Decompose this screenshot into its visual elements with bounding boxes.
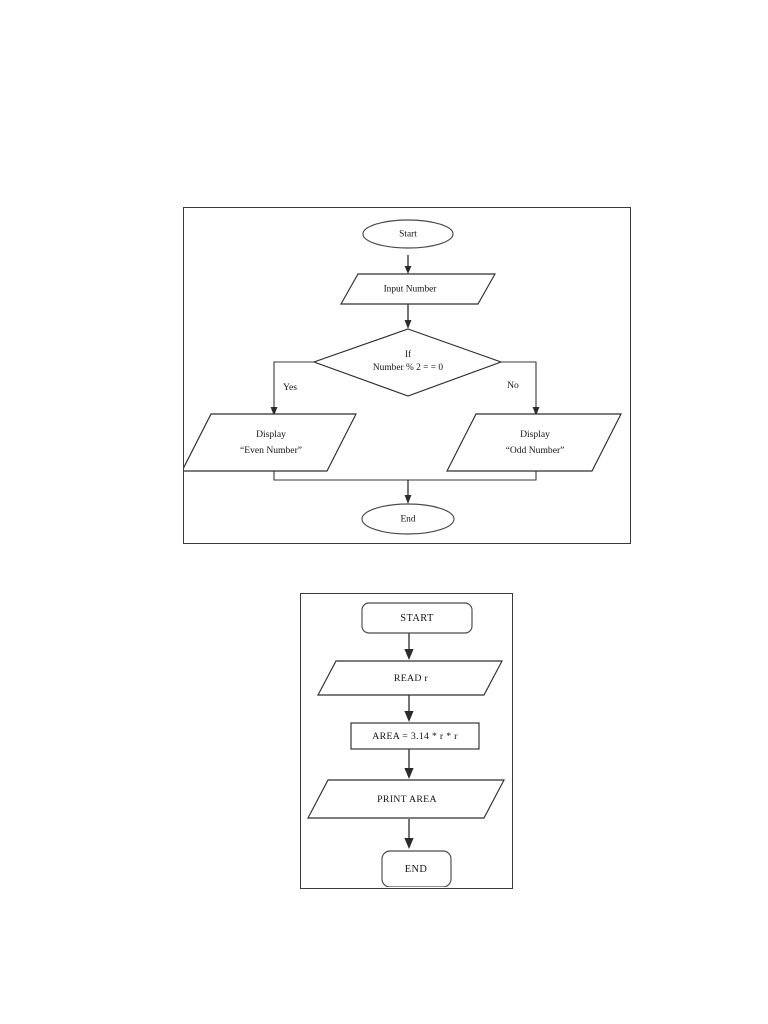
connector-decision-no (501, 361, 537, 411)
display-even-label-line1: Display (256, 429, 286, 440)
node-decision: If Number % 2 = = 0 (312, 328, 503, 397)
process-rect (350, 722, 480, 750)
display-even-label-line2: “Even Number” (240, 445, 302, 456)
input-parallelogram (340, 273, 496, 305)
end-rounded-rect (381, 850, 452, 887)
connector-display-even-to-merge (273, 471, 408, 481)
start-label: Start (399, 230, 417, 240)
figure-even-odd-flowchart: Start Input Number If Number % 2 = = 0 Y… (183, 207, 631, 544)
branch-label-yes: Yes (283, 382, 297, 393)
node-read: READ r (317, 660, 503, 696)
arrowhead-start-to-read (404, 649, 414, 660)
process-label: AREA = 3.14 * r * r (372, 731, 458, 742)
end-label: End (400, 515, 415, 525)
arrowhead-merge-to-end (404, 495, 412, 504)
start-label: START (400, 613, 434, 624)
display-even-parallelogram (184, 413, 357, 472)
branch-label-no: No (507, 380, 519, 391)
arrowhead-print-to-end (404, 838, 414, 849)
arrowhead-yes-to-display-even (270, 407, 278, 416)
end-ellipse (361, 503, 455, 535)
arrowhead-no-to-display-odd (532, 407, 540, 416)
decision-label-line1: If (405, 349, 412, 360)
node-end: END (381, 850, 452, 887)
print-parallelogram (307, 779, 505, 819)
connector-decision-yes (273, 361, 314, 411)
arrowhead-process-to-print (404, 768, 414, 779)
read-label: READ r (394, 673, 429, 684)
connector-display-odd-to-merge (408, 471, 537, 481)
node-input-number: Input Number (340, 273, 496, 305)
end-label: END (405, 864, 428, 875)
display-odd-parallelogram (446, 413, 622, 472)
node-display-odd: Display “Odd Number” (446, 413, 622, 472)
input-label: Input Number (384, 285, 438, 295)
arrowhead-start-to-input (404, 266, 412, 274)
display-odd-label-line1: Display (520, 429, 550, 440)
arrowhead-input-to-decision (404, 320, 412, 329)
node-end: End (361, 503, 455, 535)
node-start: Start (362, 219, 454, 249)
even-odd-flowchart-svg: Start Input Number If Number % 2 = = 0 Y… (184, 219, 622, 535)
start-rounded-rect (361, 602, 473, 634)
circle-area-flowchart-svg: START READ r AREA = 3.14 * r * r PRINT A… (307, 602, 505, 887)
node-display-even: Display “Even Number” (184, 413, 357, 472)
node-print: PRINT AREA (307, 779, 505, 819)
print-label: PRINT AREA (377, 794, 437, 805)
node-process: AREA = 3.14 * r * r (350, 722, 480, 750)
arrowhead-read-to-process (404, 711, 414, 722)
decision-diamond (312, 328, 503, 397)
display-odd-label-line2: “Odd Number” (506, 445, 565, 456)
decision-label-line2: Number % 2 = = 0 (373, 363, 444, 373)
start-ellipse (362, 219, 454, 249)
figure-circle-area-flowchart: START READ r AREA = 3.14 * r * r PRINT A… (300, 593, 513, 889)
read-parallelogram (317, 660, 503, 696)
node-start: START (361, 602, 473, 634)
